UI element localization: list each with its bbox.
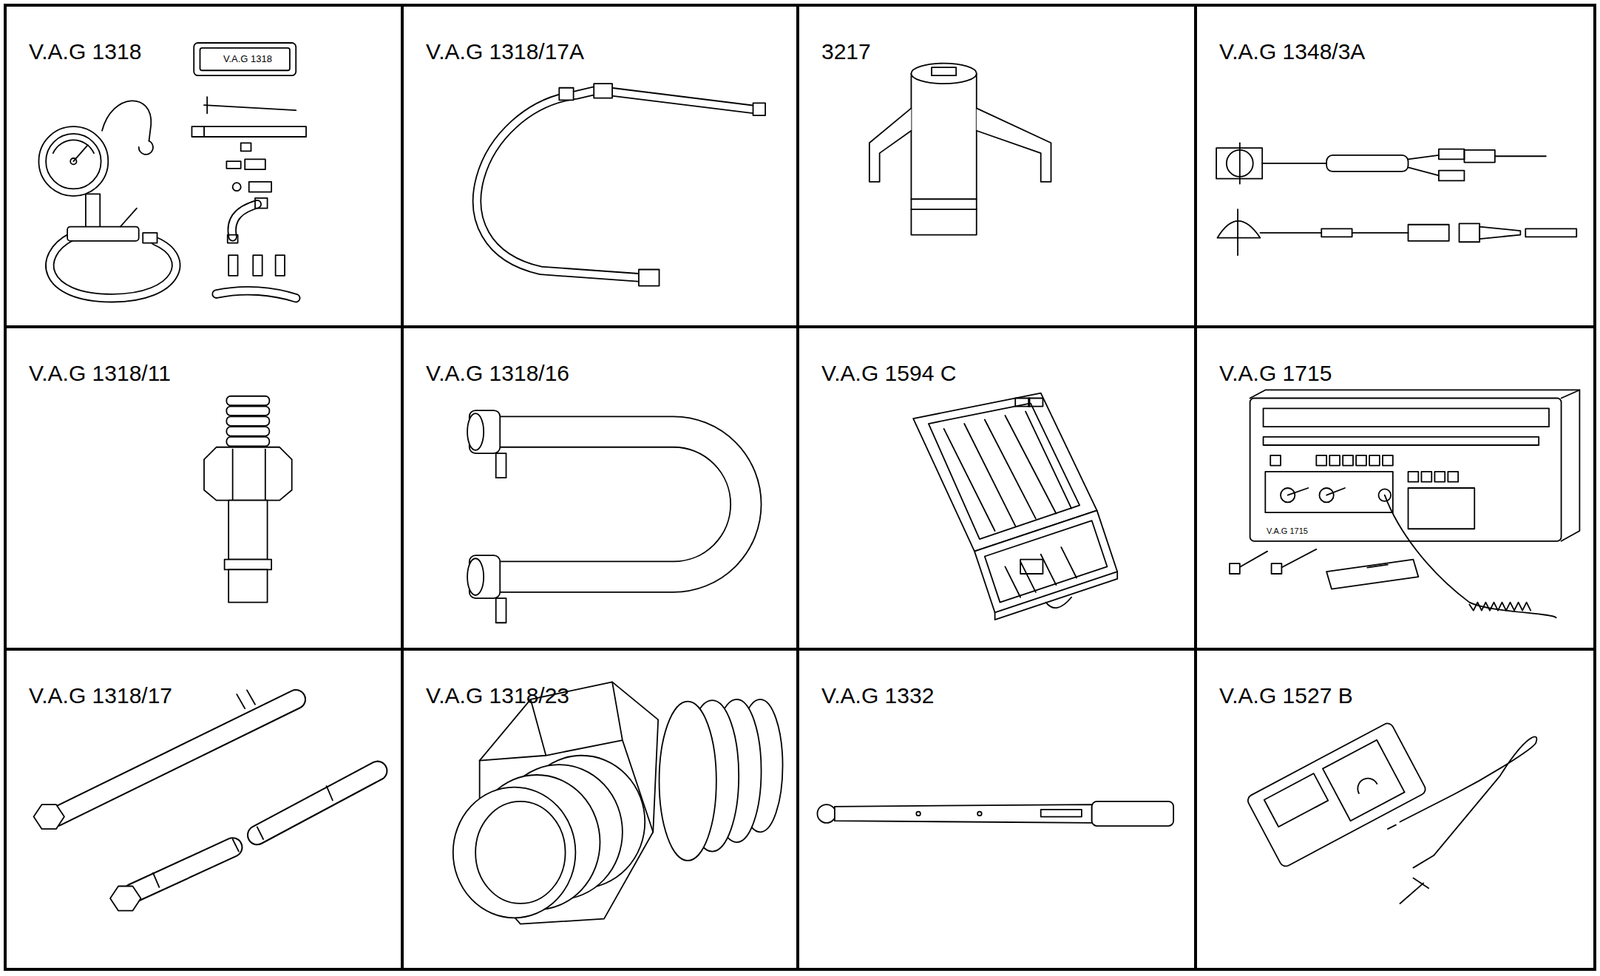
tool-cell: V.A.G 1715 (1194, 325, 1597, 651)
device-marking: V.A.G 1715 (1265, 526, 1310, 536)
test-device (1229, 389, 1580, 618)
tool-cell: V.A.G 1348/3A (1194, 3, 1597, 329)
pressure-gauge-kit (38, 42, 307, 298)
u-hose (467, 410, 761, 623)
hose-illustration (476, 83, 766, 286)
tool-cell: V.A.G 1318/17 (3, 647, 404, 971)
tool-number: V.A.G 1715 (1197, 328, 1594, 386)
tool-number: 3217 (799, 6, 1195, 64)
tool-cell: V.A.G 1318/16 (400, 325, 800, 651)
tool-number: V.A.G 1594 C (799, 328, 1195, 386)
tool-cell: 3217 (796, 3, 1198, 329)
tool-number: V.A.G 1318/11 (6, 328, 401, 386)
tube-pair (34, 689, 378, 911)
tool-cell: V.A.G 1318/11 (3, 325, 404, 651)
tool-number: V.A.G 1348/3A (1197, 6, 1594, 64)
tool-number: V.A.G 1318/23 (403, 650, 797, 708)
tool-number: V.A.G 1318 (6, 6, 401, 64)
tool-cell: V.A.G 1332 (796, 647, 1198, 971)
torque-wrench (817, 801, 1174, 826)
adapter-cables (1216, 142, 1577, 256)
tool-cell: V.A.G 1594 C (796, 325, 1198, 651)
threaded-adapter (204, 396, 293, 603)
tool-cell: V.A.G 1527 B (1194, 647, 1597, 971)
holding-tool (869, 63, 1052, 236)
double-nipple (453, 681, 783, 924)
tool-number: V.A.G 1318/17 (6, 650, 401, 708)
voltage-tester (1245, 721, 1537, 904)
tool-number: V.A.G 1318/16 (403, 328, 797, 386)
tool-cell: V.A.G 1318/23 (400, 647, 800, 971)
tool-case (913, 393, 1118, 621)
tool-number: V.A.G 1318/17A (403, 6, 797, 64)
tool-cell: V.A.G 1318 (3, 3, 404, 329)
device-marking: V.A.G 1318 (221, 53, 274, 65)
tool-cell: V.A.G 1318/17A (400, 3, 800, 329)
tool-number: V.A.G 1332 (799, 650, 1195, 708)
tool-number: V.A.G 1527 B (1197, 650, 1594, 708)
